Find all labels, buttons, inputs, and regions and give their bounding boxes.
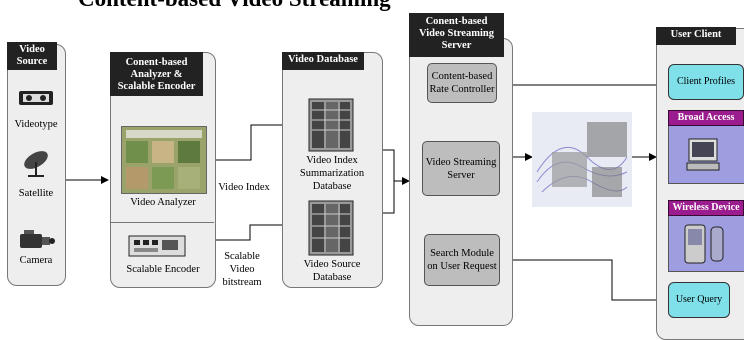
camera-icon xyxy=(18,228,56,252)
query-to-search-arrow xyxy=(501,256,668,301)
broad-access-header: Broad Access xyxy=(668,110,744,126)
camera-label: Camera xyxy=(19,255,53,266)
streaming-server-box: Video Streaming Server xyxy=(422,141,500,196)
server-header: Conent-based Video Streaming Server xyxy=(409,13,504,57)
index-server-icon xyxy=(308,98,354,152)
database-header: Video Database xyxy=(282,52,364,70)
client-header: User Client xyxy=(656,27,736,45)
search-module-box: Search Module on User Request xyxy=(424,234,500,286)
encoder-to-source-arrow xyxy=(214,221,307,241)
videotype-label: Videotype xyxy=(14,119,58,130)
scalable-encoder-label: Scalable Encoder xyxy=(126,264,200,275)
scalable-bitstream-flow-label: Scalable Video bitstream xyxy=(222,251,262,288)
satellite-label: Satellite xyxy=(18,188,54,199)
db-to-server-arrow-bottom xyxy=(381,181,395,214)
desktop-computer-icon xyxy=(685,137,721,173)
wireless-device-header: Wireless Device xyxy=(668,200,744,216)
videotape-icon xyxy=(17,86,55,110)
analyzer-header: Conent-based Analyzer & Scalable Encoder xyxy=(110,52,203,96)
analyzer-to-index-arrow xyxy=(214,121,307,161)
video-analyzer-label: Video Analyzer xyxy=(130,197,196,208)
source-db-label: Video Source Database xyxy=(303,259,361,283)
video-analyzer-screenshot xyxy=(121,126,207,194)
index-db-label: Video Index Summarization Database xyxy=(299,155,365,192)
satellite-icon xyxy=(20,148,54,178)
video-source-header: Video Source xyxy=(7,42,57,70)
encoder-hardware-icon xyxy=(128,232,186,258)
wireless-devices-icon xyxy=(683,223,727,265)
client-profiles-box: Client Profiles xyxy=(668,64,744,100)
diagram-title: Content-based Video Streaming xyxy=(78,0,391,12)
rate-controller-box: Content-based Rate Controller xyxy=(427,63,497,103)
source-server-icon xyxy=(308,200,354,256)
db-to-server-arrow-top xyxy=(381,149,410,185)
user-query-box: User Query xyxy=(668,282,730,318)
video-index-flow-label: Video Index xyxy=(218,182,270,193)
video-wireframe-graphic xyxy=(532,112,632,207)
analyzer-divider xyxy=(110,222,214,223)
